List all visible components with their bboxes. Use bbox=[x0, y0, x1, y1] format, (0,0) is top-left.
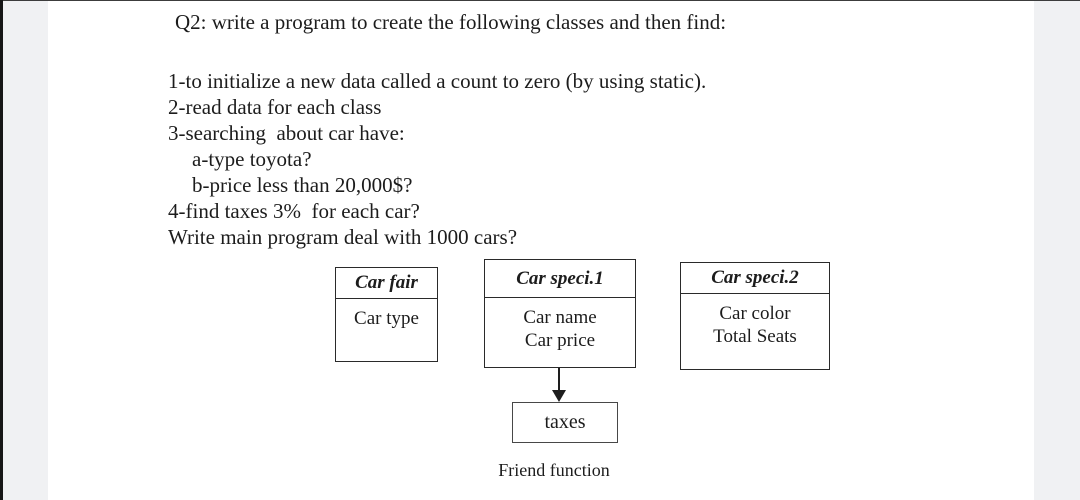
class-member: Car price bbox=[524, 330, 596, 351]
class-member: Total Seats bbox=[713, 326, 797, 347]
page-left-edge-line bbox=[0, 0, 3, 500]
class-box-car-fair: Car fair Car type bbox=[335, 267, 438, 362]
class-member: Car color bbox=[719, 303, 791, 324]
requirement-line-1: 1-to initialize a new data called a coun… bbox=[168, 69, 707, 93]
requirement-line-2: 2-read data for each class bbox=[168, 95, 382, 119]
requirement-line-main: Write main program deal with 1000 cars? bbox=[168, 225, 518, 249]
requirement-line-3: 3-searching about car have: bbox=[168, 121, 405, 145]
requirement-line-4: 4-find taxes 3% for each car? bbox=[168, 199, 420, 223]
question-title: Q2: write a program to create the follow… bbox=[175, 10, 727, 34]
left-margin-gutter bbox=[0, 0, 48, 500]
right-margin-gutter bbox=[1034, 0, 1080, 500]
taxes-function-box: taxes bbox=[512, 402, 618, 443]
class-member: Car type bbox=[354, 308, 419, 329]
class-members: Car name Car price bbox=[485, 298, 635, 352]
requirement-line-3a: a-type toyota? bbox=[192, 147, 312, 171]
requirement-line-3b: b-price less than 20,000$? bbox=[192, 173, 413, 197]
page-top-edge-line bbox=[0, 0, 1080, 1]
connector-line bbox=[558, 368, 560, 392]
class-title: Car fair bbox=[336, 268, 437, 299]
class-members: Car type bbox=[336, 299, 437, 330]
class-member: Car name bbox=[523, 307, 597, 328]
class-members: Car color Total Seats bbox=[681, 294, 829, 348]
class-title: Car speci.1 bbox=[485, 260, 635, 298]
class-box-car-speci-2: Car speci.2 Car color Total Seats bbox=[680, 262, 830, 370]
class-box-car-speci-1: Car speci.1 Car name Car price bbox=[484, 259, 636, 368]
friend-function-caption: Friend function bbox=[498, 460, 610, 480]
arrowhead-down-icon bbox=[552, 390, 566, 402]
class-title: Car speci.2 bbox=[681, 263, 829, 294]
